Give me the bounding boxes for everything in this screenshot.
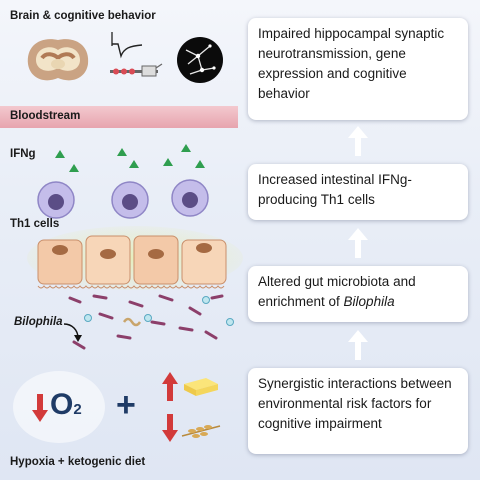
- grain-icon: [181, 425, 221, 438]
- o2-symbol: O2: [50, 388, 82, 422]
- bilophila-pointer-arrow: [63, 323, 82, 342]
- flow-box-2-text: Increased intestinal IFNg-producing Th1 …: [258, 172, 412, 207]
- bloodstream-label: Bloodstream: [10, 110, 81, 122]
- ifng-label: IFNg: [10, 148, 36, 160]
- gut-microbiota: [68, 294, 234, 350]
- carb-down-arrow-icon: [162, 414, 178, 442]
- flow-box-3-text: Altered gut microbiota and enrichment of: [258, 274, 416, 309]
- flow-box-microbiota: Altered gut microbiota and enrichment of…: [248, 266, 468, 322]
- th1-cells: [37, 179, 209, 219]
- fat-up-arrow-icon: [162, 372, 178, 401]
- butter-icon: [184, 378, 218, 396]
- flow-column: Impaired hippocampal synaptic neurotrans…: [248, 0, 474, 480]
- flow-arrow-up-1: [348, 126, 368, 156]
- flow-box-4-text: Synergistic interactions between environ…: [258, 376, 452, 431]
- electrophysiology-trace-icon: [110, 32, 163, 77]
- flow-arrow-up-2: [348, 228, 368, 258]
- o2-subscript: 2: [73, 401, 82, 418]
- o2-down-arrow-icon: [32, 394, 48, 422]
- o2-letter: O: [50, 388, 74, 421]
- flow-box-synergistic-interactions: Synergistic interactions between environ…: [248, 368, 468, 454]
- o2-background-glow: [13, 371, 105, 443]
- bloodstream-band: Bloodstream: [0, 106, 238, 128]
- flow-box-cognitive-impairment: Impaired hippocampal synaptic neurotrans…: [248, 18, 468, 120]
- neuron-network-icon: [177, 37, 223, 83]
- ifng-molecules: [55, 144, 205, 172]
- bilophila-label: Bilophila: [14, 316, 63, 328]
- flow-box-1-text: Impaired hippocampal synaptic neurotrans…: [258, 26, 445, 101]
- flow-box-th1-cells: Increased intestinal IFNg-producing Th1 …: [248, 164, 468, 220]
- brain-section-label: Brain & cognitive behavior: [10, 10, 156, 22]
- th1-cells-label: Th1 cells: [10, 218, 60, 230]
- flow-arrow-up-3: [348, 330, 368, 360]
- hypoxia-ketogenic-label: Hypoxia + ketogenic diet: [10, 456, 146, 468]
- intestinal-epithelium: [27, 226, 243, 290]
- plus-sign: +: [116, 386, 136, 424]
- left-illustration-panel: Brain & cognitive behavior Bloodstream I…: [0, 10, 243, 468]
- brain-slice-icon: [27, 39, 89, 81]
- flow-box-3-italic: Bilophila: [343, 294, 395, 309]
